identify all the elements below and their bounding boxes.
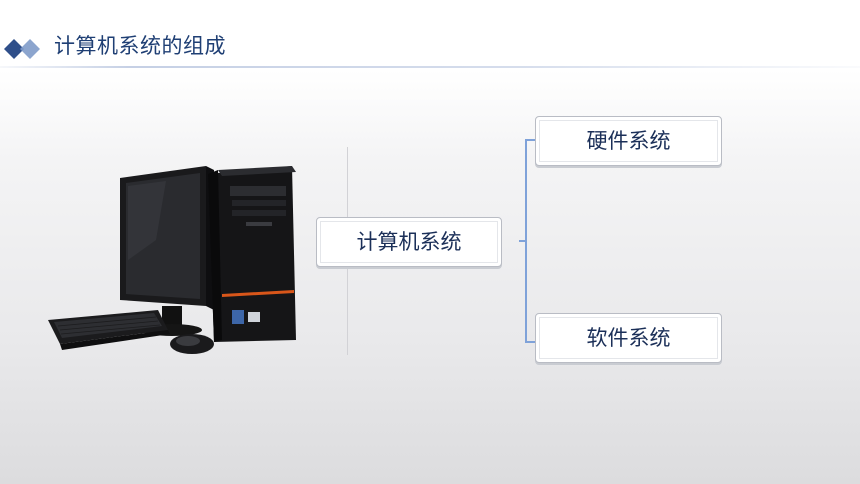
desktop-computer-icon <box>48 166 296 354</box>
node-computer-system: 计算机系统 <box>316 217 502 267</box>
header-divider <box>0 66 860 68</box>
diamond-icon <box>4 39 40 59</box>
node-label: 计算机系统 <box>356 230 462 254</box>
page-title: 计算机系统的组成 <box>54 34 226 58</box>
node-software-system: 软件系统 <box>535 313 722 363</box>
node-label: 软件系统 <box>586 326 671 350</box>
node-hardware-system: 硬件系统 <box>535 116 722 166</box>
header-bar: 计算机系统的组成 <box>0 0 860 70</box>
tree-bracket <box>519 139 535 343</box>
node-label: 硬件系统 <box>586 129 671 153</box>
